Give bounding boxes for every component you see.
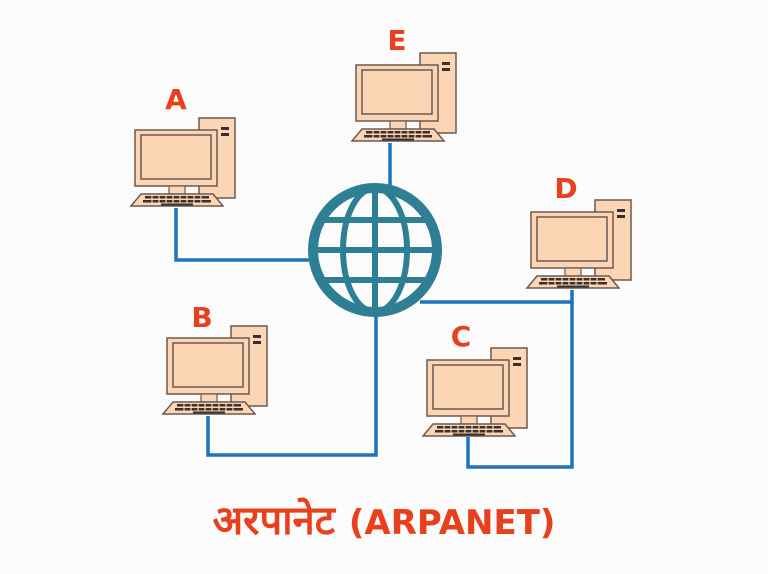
node-label-a: A <box>165 83 187 116</box>
node-label-d: D <box>554 172 578 205</box>
computer-b-icon <box>162 325 268 415</box>
node-label-c: C <box>450 320 472 353</box>
title-hindi: अरपानेट <box>212 498 335 544</box>
computer-d-icon <box>526 199 632 289</box>
wire-c-d <box>466 302 574 469</box>
computer-e-icon <box>351 52 457 142</box>
network-wires <box>174 143 574 469</box>
wire-b-globe <box>206 312 378 457</box>
computer-c-icon <box>422 347 528 437</box>
title-english: (ARPANET) <box>348 503 556 543</box>
wire-d-globe <box>420 290 574 304</box>
node-label-b: B <box>191 301 213 334</box>
globe-icon <box>308 183 442 317</box>
diagram-title: अरपानेट (ARPANET) <box>0 497 768 545</box>
wire-a-globe <box>174 208 310 262</box>
computer-a-icon <box>130 117 236 207</box>
node-label-e: E <box>387 24 407 57</box>
